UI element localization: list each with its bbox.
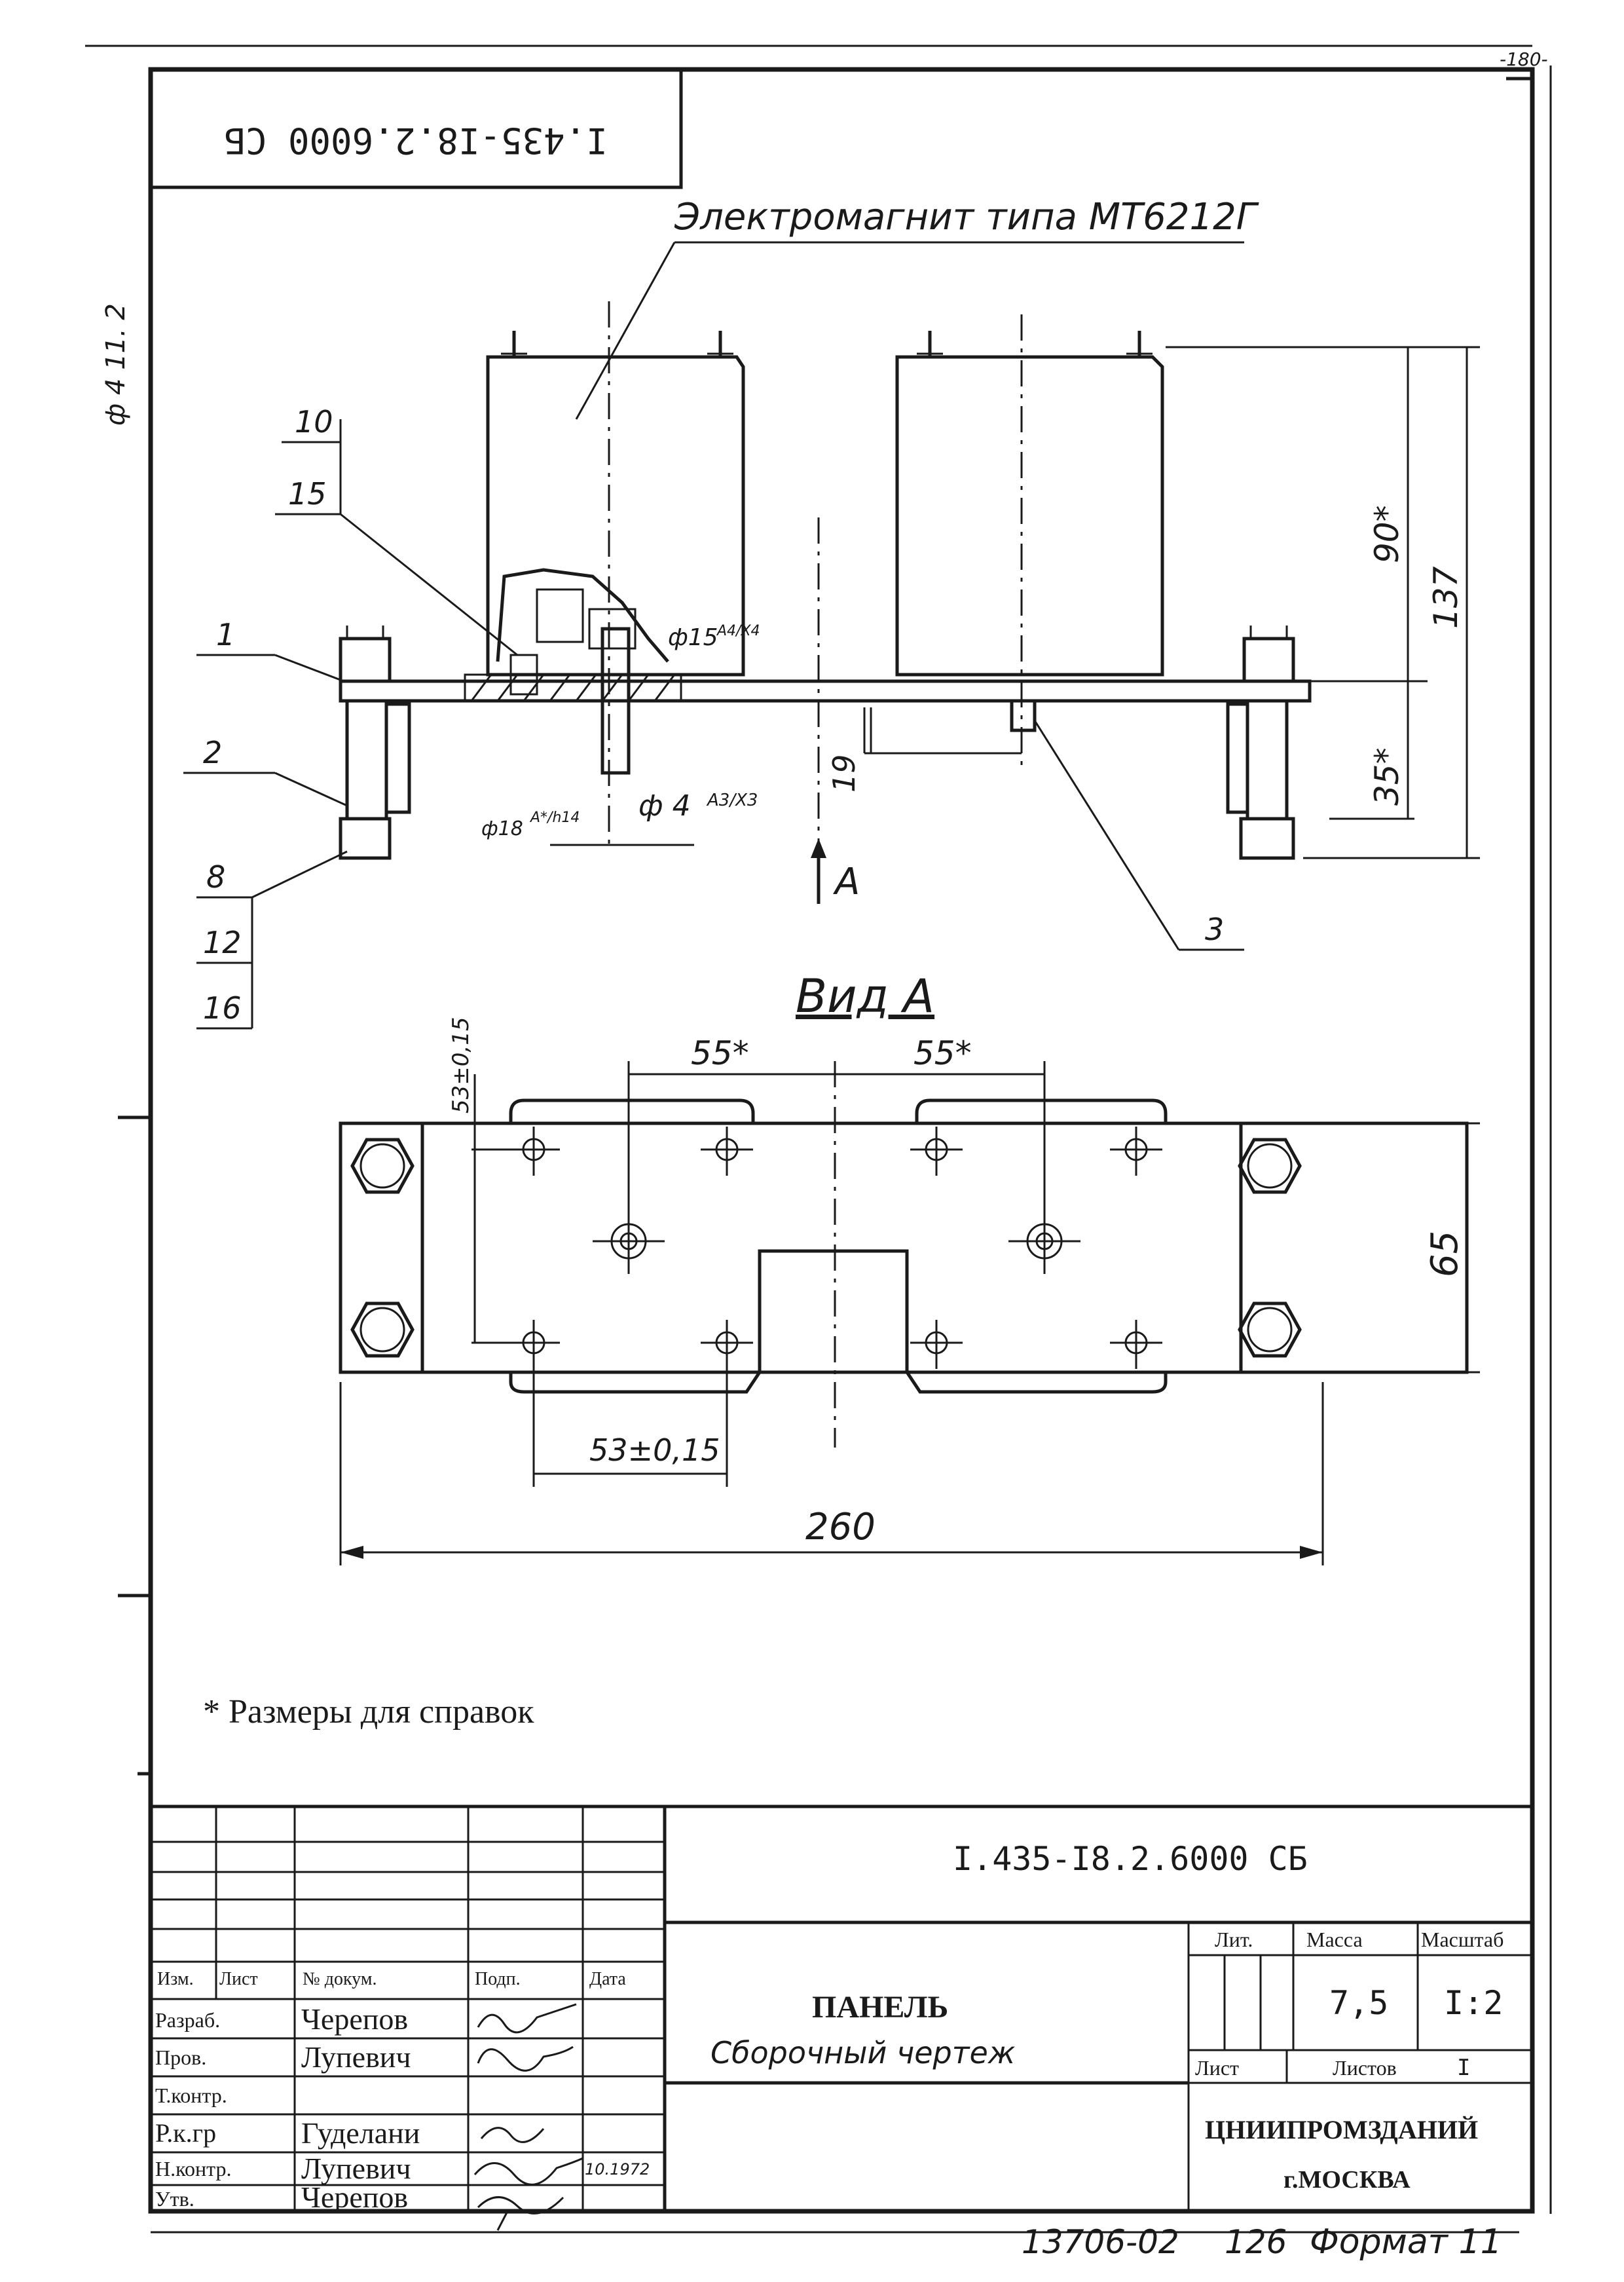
dim-137: 137 (1427, 566, 1465, 629)
magnet-label: Электромагнит типа МТ6212Г (674, 196, 1259, 238)
plan-dimensions: 55* 55* 53±0,15 53±0,15 65 260 (339, 1017, 1480, 1565)
role-utv: Утв. (155, 2187, 194, 2211)
rotated-code-box: I.435-I8.2.6000 СБ (149, 67, 683, 189)
view-arrow-label: А (833, 861, 860, 903)
dim-53-vertical: 53±0,15 (448, 1017, 474, 1113)
name-prov: Лупевич (301, 2040, 411, 2074)
callout-16: 16 (203, 990, 242, 1026)
lit-label: Лит. (1215, 1928, 1253, 1951)
bolt-left (339, 626, 411, 860)
name-nkontr: Лупевич (301, 2152, 411, 2185)
dim-53-horizontal: 53±0,15 (589, 1432, 720, 1468)
top-mark: -180- (1500, 48, 1548, 70)
sheet-label: Лист (1195, 2056, 1239, 2080)
magnet-left (486, 355, 745, 677)
sheet-frame (85, 45, 1552, 2234)
bracket-3 (1010, 699, 1037, 732)
dim-d18-tol: A*/h14 (529, 810, 580, 826)
callout-1: 1 (216, 617, 235, 652)
callouts: 10 15 1 2 8 12 16 3 (183, 404, 1244, 1030)
bolt-heads (350, 1138, 1302, 1358)
base-plate (339, 679, 1312, 703)
view-a-title: Вид А (796, 969, 934, 1023)
header-list: Лист (219, 1969, 258, 1989)
footer-format: Формат 11 (1310, 2222, 1502, 2262)
signatures (473, 2003, 583, 2231)
footer-number: 13706-02 (1022, 2223, 1179, 2261)
name-utv: Черепов (301, 2180, 408, 2214)
doc-subtitle: Сборочный чертеж (710, 2035, 1016, 2070)
dim-35: 35* (1368, 747, 1406, 806)
stud (600, 627, 631, 775)
role-nkontr: Н.контр. (155, 2157, 232, 2180)
name-rkgr: Гуделани (301, 2116, 420, 2150)
header-date: Дата (589, 1969, 626, 1989)
bolt-right (1226, 626, 1295, 860)
doc-title: ПАНЕЛЬ (812, 1990, 948, 2025)
dim-d15-tol: A4/X4 (716, 623, 760, 639)
callout-15: 15 (288, 476, 327, 512)
dim-d4: ф 4 (638, 789, 691, 823)
mass-value: 7,5 (1329, 1984, 1388, 2022)
dim-65: 65 (1424, 1231, 1466, 1277)
callout-8: 8 (206, 859, 225, 895)
doc-code: I.435-I8.2.6000 СБ (953, 1840, 1308, 1878)
reference-note: * Размеры для справок (203, 1693, 534, 1730)
name-razrab: Черепов (301, 2002, 408, 2036)
sheets-label: Листов (1333, 2056, 1397, 2080)
dim-55-left: 55* (691, 1034, 749, 1072)
callout-12: 12 (203, 925, 242, 960)
dim-19: 19 (826, 754, 862, 793)
view-a-arrow: А (811, 838, 860, 904)
dim-260: 260 (805, 1506, 876, 1548)
callout-2: 2 (203, 735, 222, 770)
header-sign: Подп. (475, 1969, 521, 1989)
rotated-code: I.435-I8.2.6000 СБ (224, 120, 607, 161)
dim-55-right: 55* (913, 1034, 972, 1072)
callout-10: 10 (295, 404, 333, 440)
city: г.МОСКВА (1283, 2166, 1411, 2194)
role-razrab: Разраб. (155, 2008, 220, 2032)
approval-date: 10.1972 (585, 2160, 650, 2179)
footer-page: 126 (1225, 2223, 1287, 2261)
magnet-cutaway (496, 568, 669, 663)
margin-mark: ф 4 11. 2 (101, 303, 131, 426)
callout-3: 3 (1205, 912, 1224, 947)
front-view (339, 301, 1312, 860)
role-prov: Пров. (155, 2046, 206, 2069)
front-dimensions: 137 90* 35* 19 ф15 A4/X4 ф 4 A3/X3 ф18 A… (481, 346, 1480, 859)
magnet-right (895, 355, 1164, 677)
scale-label: Масштаб (1421, 1928, 1504, 1951)
header-izm: Изм. (157, 1969, 194, 1989)
organization: ЦНИИПРОМЗДАНИЙ (1205, 2115, 1478, 2144)
header-doc: № докум. (303, 1969, 377, 1989)
role-tkontr: Т.контр. (155, 2084, 227, 2107)
title-block: Изм. Лист № докум. Подп. Дата Разраб. Че… (149, 1805, 1534, 2231)
dim-90: 90* (1368, 505, 1406, 563)
plan-view (339, 1061, 1469, 1448)
mass-label: Масса (1306, 1928, 1363, 1951)
footer: 13706-02 126 Формат 11 (1022, 2222, 1502, 2262)
scale-value: I:2 (1444, 1984, 1503, 2022)
sheets-value: I (1457, 2055, 1470, 2081)
dim-d18: ф18 (481, 817, 523, 840)
role-rkgr: Р.к.гр (155, 2118, 216, 2148)
dim-d15: ф15 (668, 624, 718, 651)
dim-d4-tol: A3/X3 (706, 791, 758, 810)
